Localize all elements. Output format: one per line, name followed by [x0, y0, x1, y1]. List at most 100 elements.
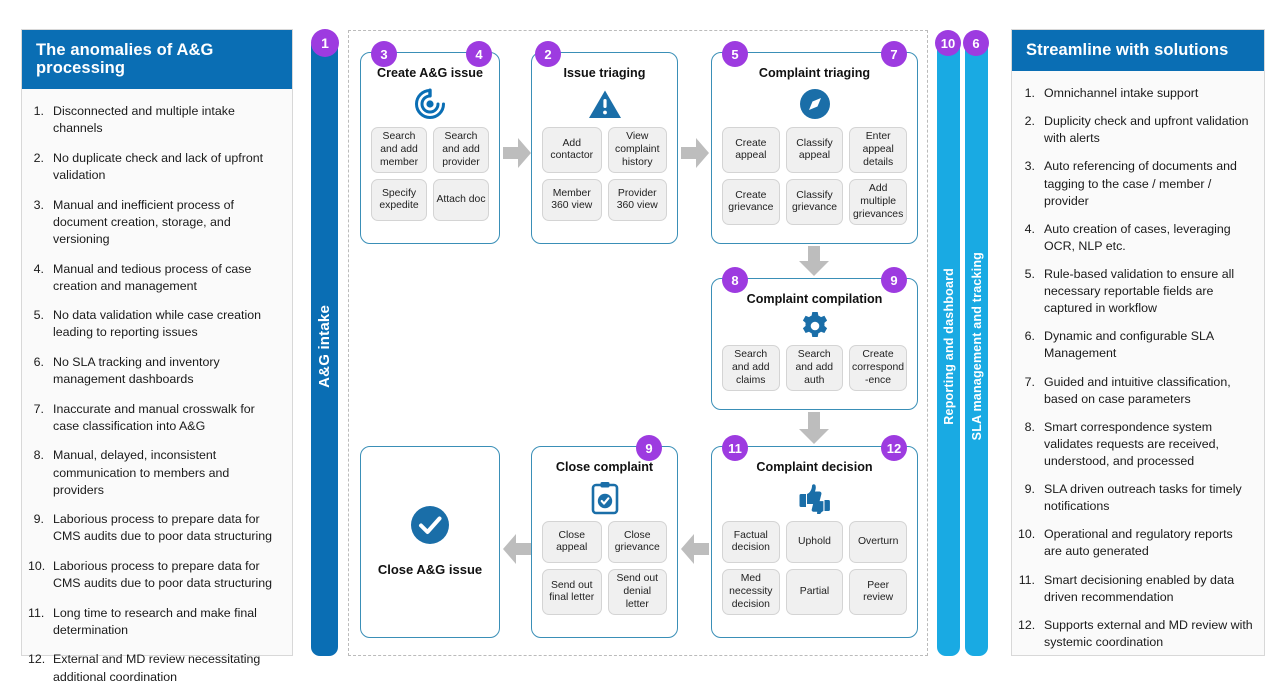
chip[interactable]: Member 360 view	[542, 179, 602, 222]
list-item: 2.No duplicate check and lack of upfront…	[28, 150, 282, 184]
stage-create-ag-issue[interactable]: Create A&G issue Search and add member S…	[360, 52, 500, 244]
chip[interactable]: Create appeal	[722, 127, 780, 174]
list-item: 12. External and MD review necessitating …	[28, 651, 282, 685]
chip[interactable]: Search and add claims	[722, 345, 780, 392]
list-item-label: Duplicity check and upfront validation w…	[1044, 114, 1249, 146]
list-item: 11.Smart decisioning enabled by data dri…	[1018, 572, 1254, 606]
list-item: 12.Supports external and MD review with …	[1018, 617, 1254, 651]
chip[interactable]: Send out final letter	[542, 569, 602, 616]
badge-stage-decision-12: 12	[881, 435, 907, 461]
chip[interactable]: Search and add member	[371, 127, 427, 174]
list-item-number: 9.	[33, 512, 44, 527]
list-item: 8.Manual, delayed, inconsistent communic…	[28, 447, 282, 498]
badge-stage-compile-9: 9	[881, 267, 907, 293]
stage-title: Close A&G issue	[377, 562, 483, 578]
list-item-label: Laborious process to prepare data for CM…	[53, 558, 273, 591]
vertical-bar-ag-intake: A&G intake	[311, 37, 338, 656]
list-item: 6.No SLA tracking and inventory manageme…	[28, 354, 282, 388]
chip[interactable]: Classify appeal	[785, 127, 844, 174]
list-item-number: 10.	[1018, 527, 1036, 542]
list-item-number: 12.	[28, 652, 46, 667]
list-item-label: No data validation while case creation l…	[53, 308, 262, 340]
arrow-close-complaint-to-close-ag	[503, 534, 531, 564]
solutions-panel-title: Streamline with solutions	[1012, 30, 1264, 72]
anomalies-panel-title: The anomalies of A&G processing	[22, 30, 292, 90]
list-item-label: Manual and tedious process of case creat…	[53, 261, 252, 293]
warning-triangle-icon	[532, 81, 677, 127]
list-item: 3. Auto referencing of documents and tagg…	[1018, 158, 1254, 209]
chip[interactable]: Partial	[785, 569, 844, 616]
chip[interactable]: Classify grievance	[785, 179, 844, 226]
list-item-label: Manual, delayed, inconsistent communicat…	[53, 448, 230, 497]
list-item-number: 5.	[33, 308, 44, 323]
list-item: 7.Inaccurate and manual crosswalk for ca…	[28, 401, 282, 435]
compass-icon	[712, 81, 917, 127]
chip[interactable]: Close grievance	[607, 521, 667, 564]
list-item: 4.Auto creation of cases, leveraging OCR…	[1018, 221, 1254, 255]
list-item-number: 8.	[1024, 419, 1035, 434]
stage-close-complaint[interactable]: Close complaint Close appeal Close griev…	[531, 446, 678, 638]
chip[interactable]: Attach doc	[433, 179, 489, 222]
solutions-panel-body: 1.Omnichannel intake support 2.Duplicity…	[1012, 71, 1264, 670]
chip[interactable]: Enter appeal details	[849, 127, 907, 174]
list-item-number: 2.	[33, 151, 44, 165]
chip[interactable]: Create grievance	[722, 179, 780, 226]
vertical-bar-label: SLA management and tracking	[969, 252, 984, 441]
stage-complaint-compilation[interactable]: Complaint compilation Search and add cla…	[711, 278, 918, 410]
arrow-complaint-to-compilation	[799, 246, 829, 276]
list-item-label: SLA driven outreach tasks for timely not…	[1044, 482, 1242, 514]
list-item-label: Auto referencing of documents and taggin…	[1044, 159, 1237, 208]
list-item: 4.Manual and tedious process of case cre…	[28, 261, 282, 295]
stage-title: Create A&G issue	[377, 66, 483, 80]
list-item: 5. No data validation while case creation…	[28, 307, 282, 341]
chip[interactable]: View complaint history	[607, 127, 667, 174]
list-item: 1.Omnichannel intake support	[1018, 85, 1254, 102]
chip[interactable]: Create correspond -ence	[849, 345, 907, 392]
stage-title: Issue triaging	[563, 66, 646, 80]
list-item: 7.Guided and intuitive classification, b…	[1018, 374, 1254, 408]
chip[interactable]: Close appeal	[542, 521, 602, 564]
list-item-label: Laborious process to prepare data for CM…	[53, 512, 273, 544]
workflow-dashed-boundary	[348, 30, 928, 656]
chip[interactable]: Send out denial letter	[607, 569, 667, 616]
stage-issue-triaging[interactable]: Issue triaging Add contactor View compla…	[531, 52, 678, 244]
stage-complaint-decision[interactable]: Complaint decision Factual decision Upho…	[711, 446, 918, 638]
chip[interactable]: Provider 360 view	[607, 179, 667, 222]
list-item-label: External and MD review necessitating add…	[53, 652, 261, 684]
solutions-list: 1.Omnichannel intake support 2.Duplicity…	[1018, 85, 1254, 651]
chip[interactable]: Search and add provider	[433, 127, 489, 174]
list-item-number: 11.	[1018, 572, 1035, 587]
list-item-number: 12.	[1018, 617, 1036, 632]
badge-ag-intake: 1	[311, 29, 339, 57]
list-item: 3.Manual and inefficient process of docu…	[28, 197, 282, 248]
stage-complaint-triaging[interactable]: Complaint triaging Create appeal Classif…	[711, 52, 918, 244]
chip[interactable]: Add multiple grievances	[849, 179, 907, 226]
stage-close-ag-issue[interactable]: Close A&G issue	[360, 446, 500, 638]
chip[interactable]: Add contactor	[542, 127, 602, 174]
stage-chip-group: Add contactor View complaint history Mem…	[532, 127, 677, 232]
chip[interactable]: Uphold	[785, 521, 844, 564]
chip[interactable]: Overturn	[849, 521, 907, 564]
list-item: 9. Laborious process to prepare data for …	[28, 511, 282, 545]
stage-chip-group: Create appeal Classify appeal Enter appe…	[712, 127, 917, 236]
chip[interactable]: Search and add auth	[785, 345, 844, 392]
chip[interactable]: Specify expedite	[371, 179, 427, 222]
fingerprint-target-icon	[361, 81, 499, 127]
stage-chip-group: Factual decision Uphold Overturn Med nec…	[712, 521, 917, 626]
list-item-number: 7.	[1024, 374, 1035, 389]
chip[interactable]: Med necessity decision	[722, 569, 780, 616]
list-item: 2.Duplicity check and upfront validation…	[1018, 113, 1254, 147]
chip[interactable]: Peer review	[849, 569, 907, 616]
badge-stage-create-3: 3	[371, 41, 397, 67]
list-item-label: Dynamic and configurable SLA Management	[1044, 329, 1214, 361]
stage-chip-group: Search and add member Search and add pro…	[361, 127, 499, 232]
solutions-panel: Streamline with solutions 1.Omnichannel …	[1011, 29, 1265, 656]
vertical-bar-reporting: Reporting and dashboard	[937, 37, 960, 656]
vertical-bar-sla: SLA management and tracking	[965, 37, 988, 656]
list-item-number: 3.	[1024, 159, 1035, 174]
list-item-number: 5.	[1024, 267, 1035, 282]
badge-stage-complaint-5: 5	[722, 41, 748, 67]
chip[interactable]: Factual decision	[722, 521, 780, 564]
list-item-label: Smart correspondence system validates re…	[1044, 419, 1219, 468]
list-item: 9.SLA driven outreach tasks for timely n…	[1018, 481, 1254, 515]
